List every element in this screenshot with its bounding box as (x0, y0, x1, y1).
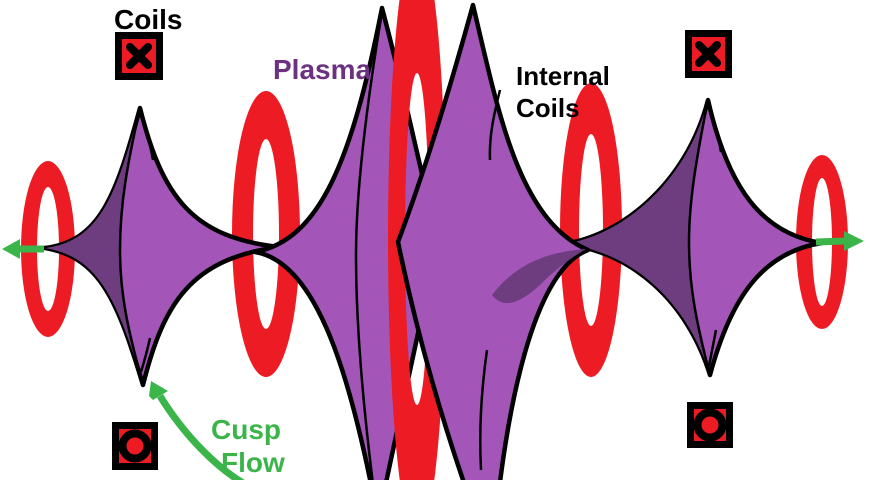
coil-symbol-bottom-left (112, 422, 158, 470)
coil-symbol-top-left (115, 32, 163, 80)
cusp-flow-arrow (149, 381, 245, 480)
plasma-lobe-right-shaded (562, 100, 710, 375)
current-out-of-page-icon (118, 429, 152, 463)
plasma-lobe-center-left-rim-line (354, 11, 384, 480)
plasma-lobe-left-shaded (45, 108, 143, 385)
label-cusp-flow-line1: Cusp (211, 414, 281, 445)
coil-symbol-bottom-right (687, 402, 733, 448)
label-plasma: Plasma (273, 54, 371, 85)
coil-ring-far-left (21, 161, 75, 337)
current-out-of-page-icon (693, 408, 727, 442)
plasma-lobe-left-rim-line (118, 107, 145, 386)
label-cusp-flow-line2: Flow (221, 447, 285, 478)
plasma-lobe-right-rim-line (687, 99, 712, 376)
plasma-lobe-left-tip-lines (139, 121, 155, 373)
label-coils: Coils (114, 4, 182, 35)
coil-symbol-top-right (685, 30, 732, 78)
label-internal-coils-line1: Internal (516, 61, 610, 91)
flow-arrow-right (815, 231, 864, 251)
current-into-page-icon (695, 41, 721, 67)
coil-ring-inner-right (560, 83, 622, 377)
coil-ring-far-right (796, 155, 848, 329)
flow-arrow-left (2, 239, 44, 259)
plasma-lobe-center-right-shaded (492, 249, 586, 304)
plasma-lobe-center-right-rim-line (479, 89, 502, 471)
plasma-lobe-center-right-body (395, 2, 591, 480)
current-into-page-icon (126, 43, 152, 69)
plasma-lobe-right-tip-lines (707, 111, 723, 367)
plasma-lobe-center-right (395, 2, 591, 480)
coil-ring-inner-left (232, 91, 300, 377)
label-internal-coils-line2: Coils (516, 93, 580, 123)
